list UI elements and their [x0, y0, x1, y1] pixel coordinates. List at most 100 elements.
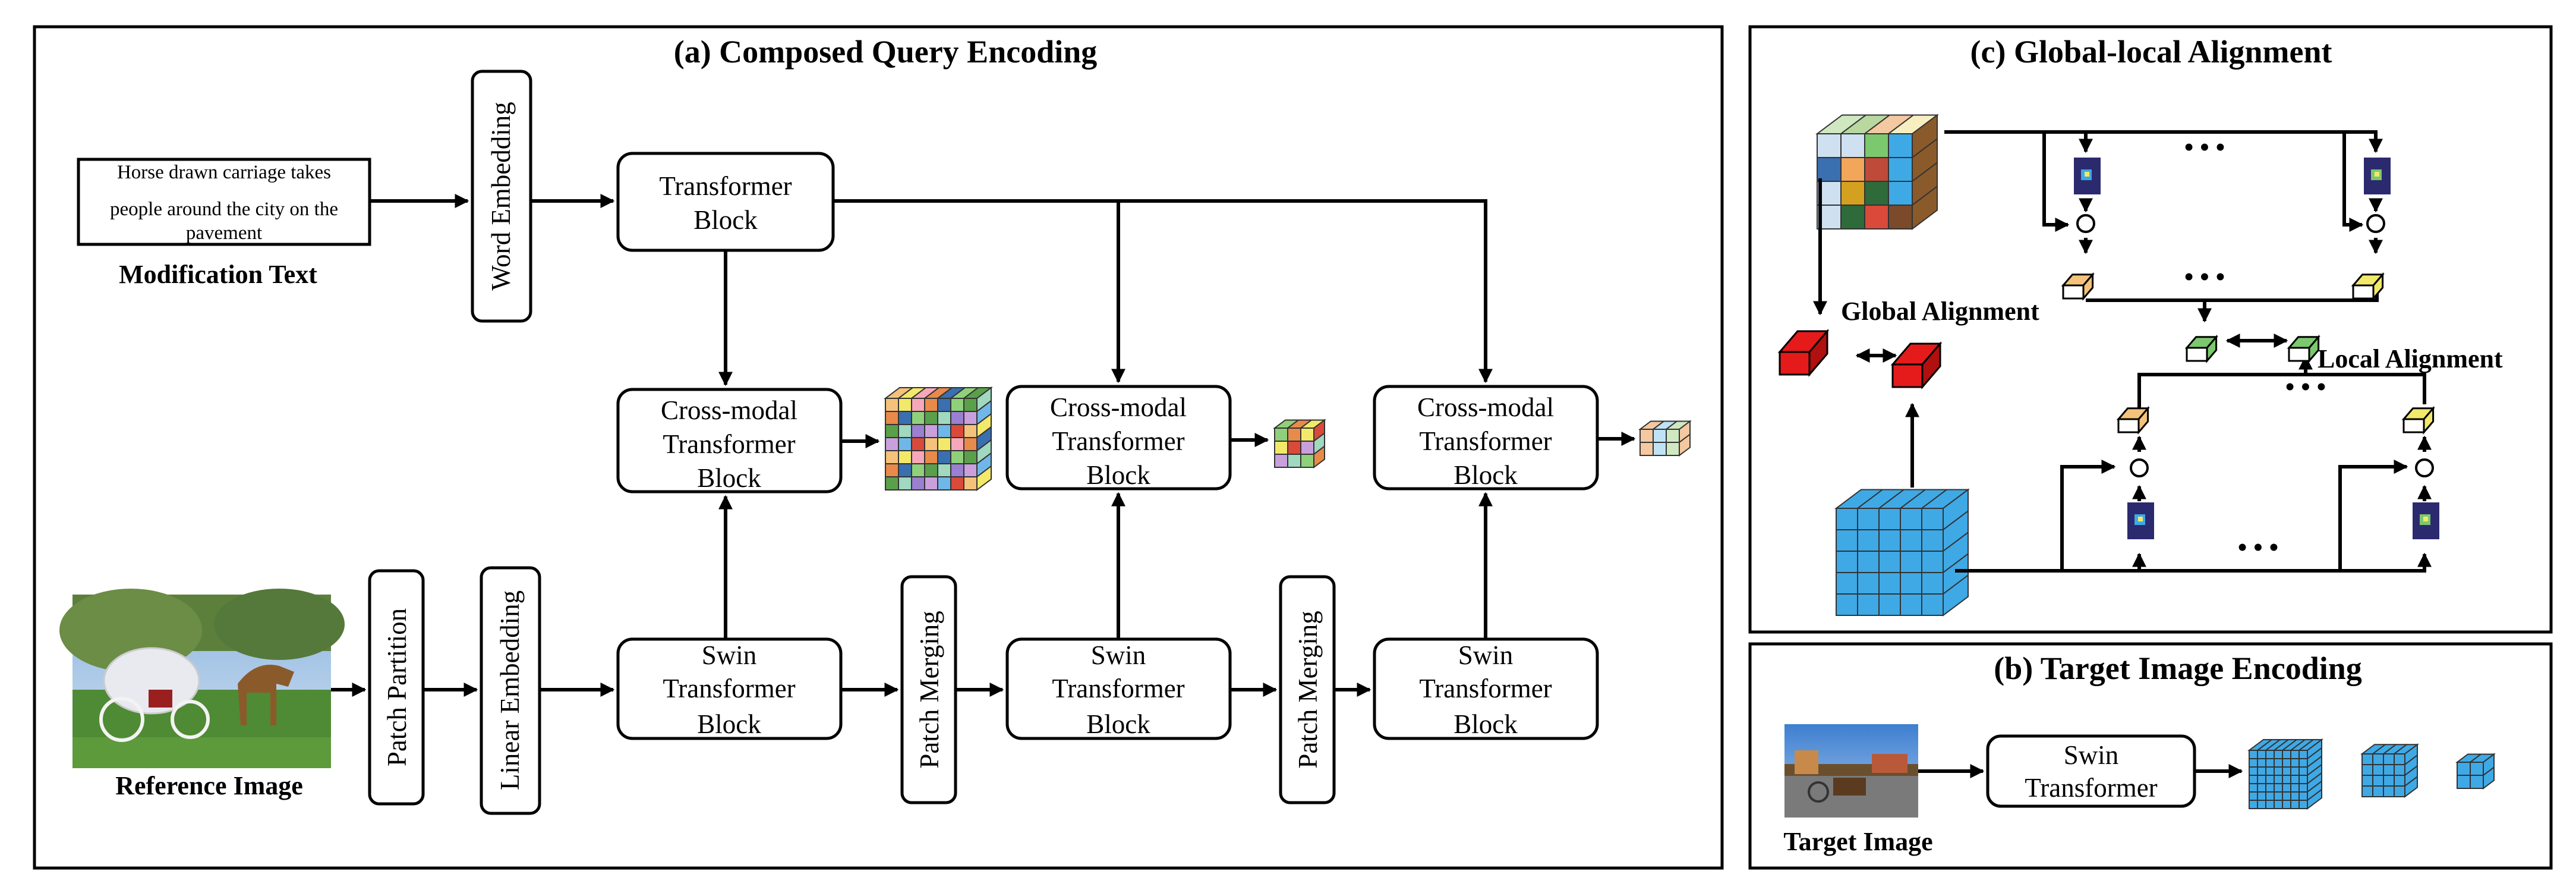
feature-map-1-cell [937, 437, 951, 451]
target-cube-2-cell [2394, 764, 2405, 776]
target-cube-1-cell [2249, 791, 2258, 801]
target-cube-1-cell [2265, 791, 2275, 801]
ellipsis-4: • • • [2238, 533, 2278, 562]
multiply-operators [2076, 214, 2434, 477]
local-alignment-label: Local Alignment [2318, 344, 2503, 373]
target-cube-1-cell [2257, 791, 2266, 801]
target-cube-1-cell [2282, 783, 2291, 793]
feature-map-1-cell [924, 463, 938, 477]
swin-block-3: Swin Transformer Block [1373, 637, 1599, 740]
cross-modal-3-line-1: Cross-modal [1417, 392, 1554, 422]
target-cube-2-cell [2372, 753, 2384, 765]
feature-map-1-cell [898, 476, 912, 491]
feature-map-1-cell [885, 450, 899, 464]
swin-2-line-2: Transformer [1052, 674, 1184, 703]
feature-map-1-cell [963, 424, 978, 438]
target-cube-1-cell [2298, 775, 2308, 784]
feature-map-1-cell [950, 463, 964, 477]
image-cube-cell [1878, 551, 1901, 573]
cross-modal-1-line-3: Block [697, 463, 761, 493]
feature-map-1-cell [911, 463, 925, 477]
heatmap-peak-1 [2085, 172, 2089, 177]
cross-modal-feature-map-3 [1638, 420, 1692, 457]
feature-map-1-cell [937, 411, 951, 425]
reference-image-caption: Reference Image [115, 771, 303, 800]
swin-block-1: Swin Transformer Block [616, 637, 843, 740]
feature-map-1-cell [898, 437, 912, 451]
panel-target-image-encoding: (b) Target Image Encoding Target Image S… [1748, 642, 2553, 870]
target-cube-1-cell [2290, 766, 2300, 776]
feature-map-2-cell [1300, 454, 1314, 468]
feature-map-1-cell [924, 411, 938, 425]
target-cube-3-cell [2470, 762, 2484, 776]
feature-map-1-cell [950, 424, 964, 438]
target-cube-1-cell [2298, 800, 2308, 809]
target-cube-1-cell [2282, 800, 2291, 809]
image-local-feature-1-front [2117, 418, 2140, 433]
global-alignment-label: Global Alignment [1841, 297, 2039, 326]
target-cube-1-cell [2298, 766, 2308, 776]
cross-modal-block-2: Cross-modal Transformer Block [1005, 385, 1232, 491]
modification-text-box: Horse drawn carriage takes people around… [77, 158, 371, 246]
text-cube-cell [1888, 133, 1913, 158]
feature-map-2-cell [1287, 441, 1301, 455]
modification-text-line-2: people around the city on the [110, 199, 338, 220]
feature-map-1-cell [898, 411, 912, 425]
patch-merging-block-1: Patch Merging [900, 575, 957, 804]
target-cube-1-cell [2257, 750, 2266, 759]
target-cube-2-cell [2361, 785, 2373, 797]
cross-modal-2-line-1: Cross-modal [1050, 392, 1187, 422]
modification-text-line-3: pavement [186, 222, 262, 244]
swin-block-2: Swin Transformer Block [1005, 637, 1232, 740]
feature-map-2-cell [1274, 441, 1288, 455]
target-cube-1-cell [2282, 766, 2291, 776]
feature-map-2-cell [1274, 427, 1288, 442]
target-cube-1-cell [2249, 750, 2258, 759]
feature-map-1-cell [963, 450, 978, 464]
modification-text-line-1: Horse drawn carriage takes [117, 162, 331, 183]
text-cube-cell [1888, 181, 1913, 206]
target-cube-1-cell [2274, 758, 2283, 768]
target-cube-1-cell [2290, 758, 2300, 768]
global-features [1777, 328, 1943, 390]
text-cube-cell [1864, 181, 1889, 206]
heatmap-peak-2 [2375, 172, 2379, 177]
panel-composed-query-encoding: (a) Composed Query Encoding Horse drawn … [33, 25, 1724, 870]
image-cube-cell [1857, 508, 1880, 530]
text-cube-cell [1864, 205, 1889, 229]
feature-map-3-cell [1666, 429, 1680, 443]
image-cube-cell [1836, 508, 1858, 530]
feature-map-1-cell [937, 424, 951, 438]
heatmap-peak-3 [2138, 517, 2143, 521]
text-local-feature-2-front [2352, 284, 2375, 300]
feature-map-1-cell [911, 398, 925, 412]
feature-map-3-cell [1653, 442, 1667, 456]
feature-map-1-cell [950, 398, 964, 412]
aggregated-image-local-feature-front [2288, 347, 2310, 362]
image-cube-cell [1900, 551, 1922, 573]
target-cube-1-cell [2274, 750, 2283, 759]
cross-modal-1-line-2: Transformer [663, 429, 795, 459]
feature-map-1-cell [911, 411, 925, 425]
feature-map-1-cell [937, 476, 951, 491]
feature-map-1-cell [898, 450, 912, 464]
heatmap-peak-4 [2423, 517, 2428, 521]
target-cube-1-cell [2249, 783, 2258, 793]
target-cube-2-cell [2361, 764, 2373, 776]
feature-map-2-cell [1287, 427, 1301, 442]
transformer-block-line-1: Transformer [659, 171, 792, 201]
feature-map-1-cell [911, 424, 925, 438]
image-cube-cell [1921, 593, 1944, 616]
text-cube-cell [1864, 157, 1889, 182]
feature-map-1-cell [898, 398, 912, 412]
target-cube-1-cell [2282, 775, 2291, 784]
image-cube-cell [1921, 529, 1944, 552]
target-cube-1-cell [2282, 791, 2291, 801]
feature-map-1-cell [911, 476, 925, 491]
ellipsis-3: • • • [2285, 372, 2326, 401]
feature-map-1-cell [950, 450, 964, 464]
target-cube-1-cell [2290, 783, 2300, 793]
target-cube-2-cell [2394, 753, 2405, 765]
transformer-block-line-2: Block [693, 205, 758, 235]
feature-map-1-cell [924, 424, 938, 438]
